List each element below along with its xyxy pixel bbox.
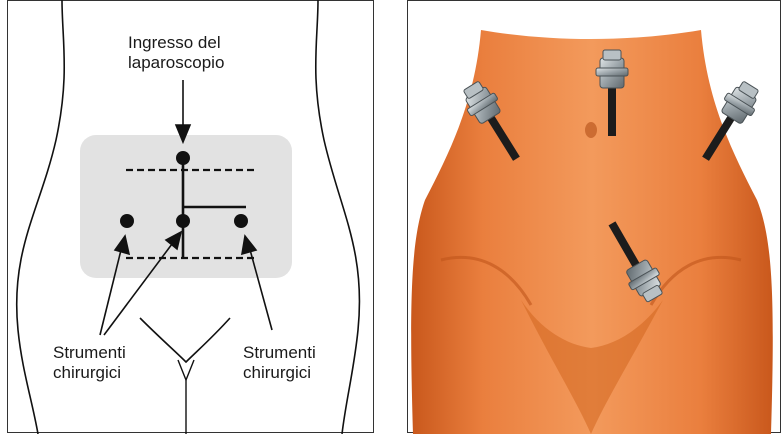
navel [585, 122, 597, 138]
left-label-line-2: chirurgici [53, 363, 126, 383]
center-instrument-port [176, 214, 190, 228]
right-instrument-port [234, 214, 248, 228]
right-label-line-2: chirurgici [243, 363, 316, 383]
left-instruments-label: Strumenti chirurgici [53, 343, 126, 383]
illustration-panel [401, 0, 781, 434]
left-instrument-port [120, 214, 134, 228]
laparoscope-entry-label: Ingresso del laparoscopio [128, 33, 224, 73]
right-label-line-1: Strumenti [243, 343, 316, 363]
right-instruments-label: Strumenti chirurgici [243, 343, 316, 383]
laparoscope-port [176, 151, 190, 165]
left-label-line-1: Strumenti [53, 343, 126, 363]
torso-illustration [401, 0, 781, 434]
title-line-1: Ingresso del [128, 33, 224, 53]
title-line-2: laparoscopio [128, 53, 224, 73]
schematic-panel: Ingresso del laparoscopio Strumenti chir… [0, 0, 375, 434]
